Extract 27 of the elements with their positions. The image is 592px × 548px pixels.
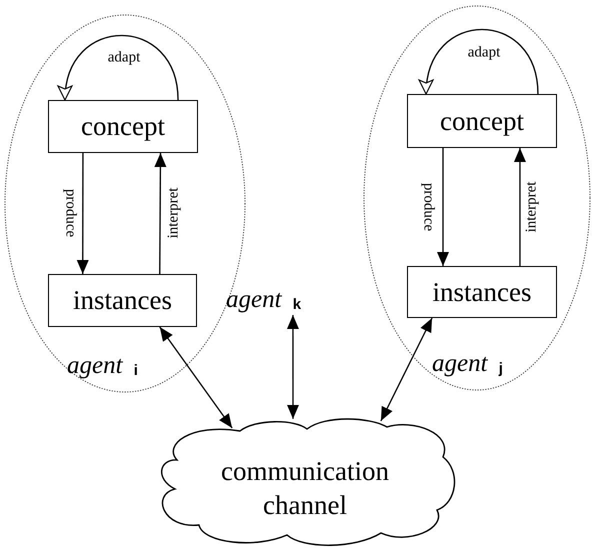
double-arrow bbox=[286, 315, 299, 419]
edge-label: produce bbox=[62, 188, 78, 238]
box-label: instances bbox=[73, 287, 172, 314]
cloud-label: communication channel bbox=[220, 455, 390, 522]
arrow bbox=[76, 153, 89, 274]
agent-label: agent $_{i}$ bbox=[67, 353, 138, 378]
instances-box bbox=[407, 266, 557, 318]
instances-box bbox=[48, 274, 197, 327]
edge-label: produce bbox=[420, 182, 436, 232]
edge-label: adapt bbox=[468, 46, 500, 60]
edge-label: interpret bbox=[524, 182, 540, 232]
loop-arrow bbox=[59, 34, 179, 101]
box-label: concept bbox=[81, 113, 165, 140]
edge-label: adapt bbox=[108, 50, 140, 66]
concept-box bbox=[407, 94, 557, 148]
arrow bbox=[154, 153, 166, 274]
arrow bbox=[437, 148, 449, 266]
box-label: concept bbox=[440, 108, 524, 134]
box-label: instances bbox=[432, 278, 532, 306]
edge-label: interpret bbox=[166, 188, 182, 238]
agent-label: agent $_{j}$ bbox=[432, 351, 503, 376]
agent-label: agent $_{k}$ bbox=[226, 287, 302, 312]
double-arrow bbox=[159, 326, 233, 428]
arrow bbox=[514, 148, 526, 266]
concept-box bbox=[48, 100, 198, 153]
loop-arrow bbox=[420, 28, 539, 95]
double-arrow bbox=[380, 318, 433, 422]
